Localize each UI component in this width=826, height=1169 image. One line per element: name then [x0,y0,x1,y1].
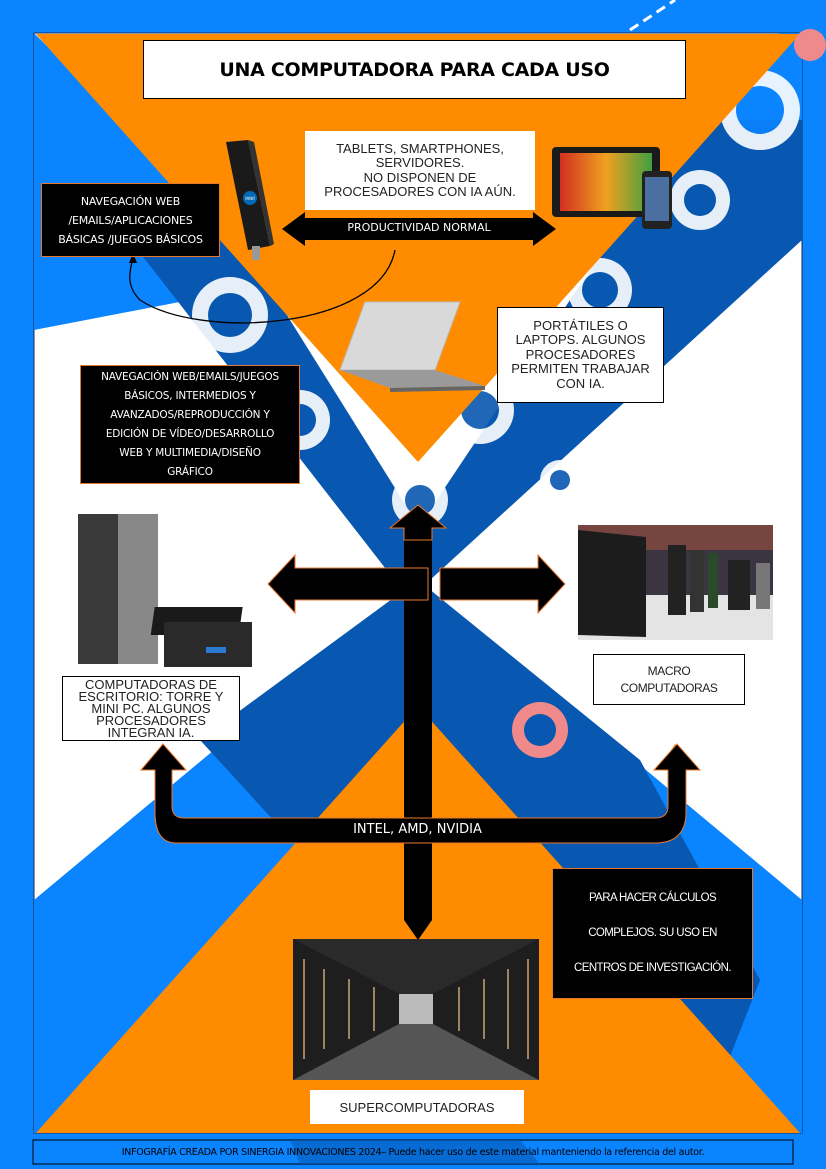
super-note-line: CENTROS DE INVESTIGACIÓN. [574,962,731,974]
desktop-tower-minipc-icon [78,514,252,667]
devices-note-line: PROCESADORES CON IA AÚN. [324,184,516,199]
basic-uses-line: BÁSICAS /JUEGOS BÁSICOS [58,232,203,246]
devices-note-line: SERVIDORES. [375,155,465,170]
laptop-note-line: PORTÁTILES O [533,317,628,333]
compute-stick-icon: intel [226,140,274,260]
server-corridor-icon [293,939,539,1080]
laptop-icon [339,301,485,392]
laptop-note: PORTÁTILES O LAPTOPS. ALGUNOS PROCESADOR… [497,307,664,403]
supercomputer-image [293,939,539,1080]
svg-text:intel: intel [245,196,254,202]
productivity-label: PRODUCTIVIDAD NORMAL [347,221,491,234]
devices-note: TABLETS, SMARTPHONES, SERVIDORES. NO DIS… [305,131,535,210]
advanced-uses-line: AVANZADOS/REPRODUCCIÓN Y [110,408,270,421]
desktop-image [76,512,261,670]
footer-credit-right: – Puede hacer uso de este material mante… [381,1146,705,1158]
laptop-note-line: LAPTOPS. ALGUNOS [515,332,646,348]
footer-credit-left: INFOGRAFÍA CREADA POR SINERGIA INNOVACIO… [121,1146,382,1158]
macro-note-line: MACRO [647,663,691,678]
mainframe-room-icon [578,525,773,637]
supercomputer-note: PARA HACER CÁLCULOS COMPLEJOS. SU USO EN… [552,868,753,999]
laptop-note-line: CON IA. [556,375,605,391]
footer-credit: INFOGRAFÍA CREADA POR SINERGIA INNOVACIO… [33,1140,793,1164]
vendors-label: INTEL, AMD, NVIDIA [353,822,482,837]
macro-note: MACRO COMPUTADORAS [593,654,745,705]
advanced-uses-line: EDICIÓN DE VÍDEO/DESARROLLO [105,427,275,440]
desktop-note-line: MINI PC. ALGUNOS [91,700,211,716]
desktop-note-line: ESCRITORIO: TORRE Y [78,688,224,704]
supercomputer-label: SUPERCOMPUTADORAS [339,1099,495,1115]
desktop-note-line: COMPUTADORAS DE [85,676,217,692]
laptop-image [335,300,490,395]
gear-pattern [192,70,800,528]
basic-uses-line: NAVEGACIÓN WEB [80,194,181,208]
basic-uses-line: /EMAILS/APLICACIONES [68,213,193,227]
super-note-line: PARA HACER CÁLCULOS [588,892,717,904]
advanced-uses-line: GRÁFICO [167,465,213,478]
super-note-line: COMPLEJOS. SU USO EN [588,927,717,939]
desktop-note-line: INTEGRAN IA. [107,724,195,740]
tablet-smartphone-image [550,143,675,233]
advanced-uses-line: BÁSICOS, INTERMEDIOS Y [124,389,256,402]
macrocomputer-image [578,525,773,640]
page-title: UNA COMPUTADORA PARA CADA USO [219,58,610,81]
tablet-smartphone-icon [552,147,672,229]
advanced-uses-line: NAVEGACIÓN WEB/EMAILS/JUEGOS [101,370,279,383]
laptop-note-line: PROCESADORES [525,346,636,362]
devices-note-line: TABLETS, SMARTPHONES, [336,140,504,156]
laptop-note-line: PERMITEN TRABAJAR [511,361,650,377]
advanced-uses-box: NAVEGACIÓN WEB/EMAILS/JUEGOS BÁSICOS, IN… [80,365,300,484]
desktop-note-line: PROCESADORES [96,712,206,728]
supercomputer-label-box: SUPERCOMPUTADORAS [310,1090,524,1124]
desktop-note: COMPUTADORAS DE ESCRITORIO: TORRE Y MINI… [62,676,240,741]
title-box: UNA COMPUTADORA PARA CADA USO [143,40,686,99]
compute-stick-image: intel [218,138,278,263]
macro-note-line: COMPUTADORAS [620,680,718,695]
pink-gear [512,702,568,758]
devices-note-line: NO DISPONEN DE [363,169,477,185]
advanced-uses-line: WEB Y MULTIMEDIA/DISEÑO [119,446,261,459]
basic-uses-box: NAVEGACIÓN WEB /EMAILS/APLICACIONES BÁSI… [41,183,220,257]
